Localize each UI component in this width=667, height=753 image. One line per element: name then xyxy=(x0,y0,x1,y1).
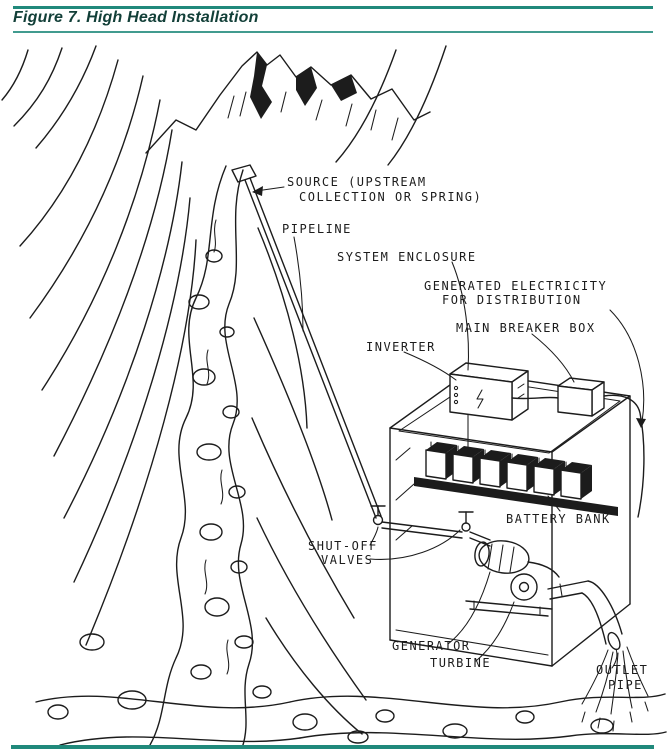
label-generated-electricity-line2: FOR DISTRIBUTION xyxy=(442,293,582,307)
outlet-pipe-drawing xyxy=(547,580,649,732)
label-source-line2: COLLECTION OR SPRING) xyxy=(299,190,482,204)
label-generator: GENERATOR xyxy=(392,639,471,653)
label-outlet-pipe-line1: OUTLET xyxy=(596,663,648,677)
hillside xyxy=(1,45,667,746)
pipeline-drawing xyxy=(231,164,491,547)
battery-bank-drawing xyxy=(414,441,618,516)
top-rule xyxy=(13,6,653,9)
label-battery-bank: BATTERY BANK xyxy=(506,512,611,526)
figure-title: Figure 7. High Head Installation xyxy=(13,9,259,26)
label-generated-electricity-line1: GENERATED ELECTRICITY xyxy=(424,279,607,293)
label-turbine: TURBINE xyxy=(430,656,491,670)
label-main-breaker-box: MAIN BREAKER BOX xyxy=(456,321,596,335)
label-source-line1: SOURCE (UPSTREAM xyxy=(287,175,427,189)
bottom-rule xyxy=(11,745,654,749)
label-pipeline: PIPELINE xyxy=(282,222,352,236)
labels: SOURCE (UPSTREAM COLLECTION OR SPRING) P… xyxy=(282,175,648,692)
stream xyxy=(47,165,614,749)
distribution-wire xyxy=(603,394,645,518)
mountain xyxy=(145,51,431,154)
inverter-drawing xyxy=(449,362,559,421)
generator-turbine-drawing xyxy=(465,540,560,617)
label-system-enclosure: SYSTEM ENCLOSURE xyxy=(337,250,477,264)
label-shut-off-valves-line1: SHUT-OFF xyxy=(308,539,378,553)
label-inverter: INVERTER xyxy=(366,340,436,354)
label-outlet-pipe-line2: PIPE xyxy=(608,678,643,692)
label-shut-off-valves-line2: VALVES xyxy=(321,553,373,567)
main-breaker-box-drawing xyxy=(557,377,605,417)
enclosure-drawing xyxy=(389,371,631,667)
leader-lines xyxy=(252,186,646,669)
title-underline-rule xyxy=(13,31,653,33)
